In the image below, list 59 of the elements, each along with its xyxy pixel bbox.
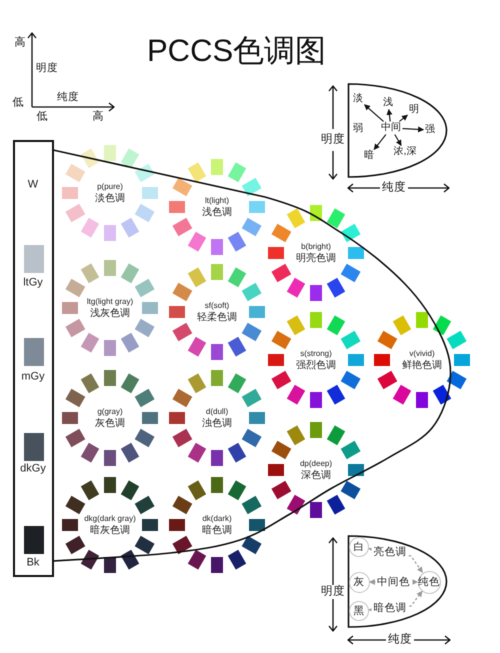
tone-term: 浓,深 [394, 147, 416, 157]
tone-code: dk(dark) [202, 514, 232, 524]
tone-name: 深色调 [301, 468, 331, 482]
tone-name: 灰色调 [95, 416, 125, 430]
title: PCCS色调图 [147, 35, 326, 66]
tone-term: 强 [425, 125, 435, 135]
tone-term: 中间 [381, 123, 401, 133]
value-scale-bar [13, 140, 54, 577]
arrow [386, 108, 392, 122]
tone-name: 浊色调 [202, 416, 232, 430]
tone-name: 鲜艳色调 [402, 358, 442, 372]
tone-term: 明 [409, 105, 419, 115]
tone-code: sf(soft) [204, 300, 230, 310]
axis-label: 高 [14, 38, 26, 48]
tone-name: 明亮色调 [296, 252, 336, 264]
scale-label: mGy [21, 372, 45, 382]
arrow [398, 114, 408, 122]
tone-name: 浅色调 [202, 206, 232, 218]
axis-label: 纯度 [382, 182, 406, 194]
edge-label: 中间色 [375, 576, 412, 588]
tone-code: g(gray) [97, 406, 123, 416]
edge-label: 暗色调 [371, 602, 408, 614]
tone-code: s(strong) [300, 348, 332, 358]
scale-label: dkGy [20, 464, 46, 474]
tone-term: 弱 [353, 124, 363, 134]
axis-label: 明度 [321, 586, 345, 598]
axis-label: 明度 [36, 62, 58, 74]
edge-label: 亮色调 [371, 547, 408, 558]
tone-code: v(vivid) [409, 348, 435, 358]
axis-label: 纯度 [57, 92, 79, 102]
axis-label: 低 [36, 112, 48, 122]
tone-code: ltg(light gray) [86, 296, 134, 306]
tone-name: 淡色调 [95, 192, 125, 204]
tone-code: dkg(dark gray) [84, 514, 136, 524]
axis-label: 高 [92, 112, 104, 122]
arrow [402, 126, 424, 132]
tone-code: p(pure) [97, 182, 123, 192]
scale-label: W [28, 180, 38, 190]
tone-name: 轻柔色调 [197, 310, 237, 324]
axis-label: 明度 [321, 134, 345, 146]
tone-code: dp(deep) [300, 458, 332, 468]
arrow [394, 134, 402, 146]
tone-name: 浅灰色调 [90, 306, 130, 320]
tone-code: lt(light) [204, 196, 229, 206]
scale-label: ltGy [23, 278, 43, 288]
tone-term: 暗 [364, 151, 374, 161]
axis-label: 纯度 [388, 634, 412, 646]
arrow [374, 134, 386, 150]
tone-name: 暗色调 [202, 524, 232, 536]
tone-name: 强烈色调 [296, 358, 336, 372]
scale-label: Bk [26, 558, 40, 568]
axis-label: 低 [12, 98, 24, 108]
arrow [364, 104, 384, 122]
tone-term: 浅 [383, 98, 393, 108]
tone-name: 暗灰色调 [90, 524, 130, 536]
tone-term: 淡 [353, 94, 363, 104]
tone-code: d(dull) [206, 406, 228, 416]
half-oval-frame [347, 83, 448, 178]
tone-code: b(bright) [301, 242, 331, 251]
